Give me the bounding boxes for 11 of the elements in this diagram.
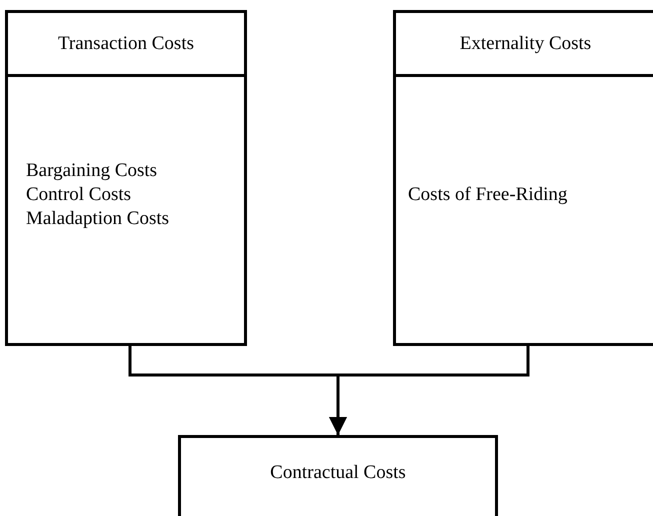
cost-box <box>5 10 247 346</box>
cost-item: Costs of Free-Riding <box>408 183 568 207</box>
cost-box <box>178 435 498 516</box>
box-heading: Externality Costs <box>460 32 592 56</box>
cost-box <box>393 10 653 346</box>
box-heading: Transaction Costs <box>58 32 194 56</box>
cost-item: Control Costs <box>26 183 132 207</box>
connector-arrow <box>329 346 530 435</box>
cost-item: Maladaption Costs <box>26 207 170 231</box>
cost-item: Bargaining Costs <box>26 159 158 183</box>
box-label: Contractual Costs <box>270 461 406 485</box>
